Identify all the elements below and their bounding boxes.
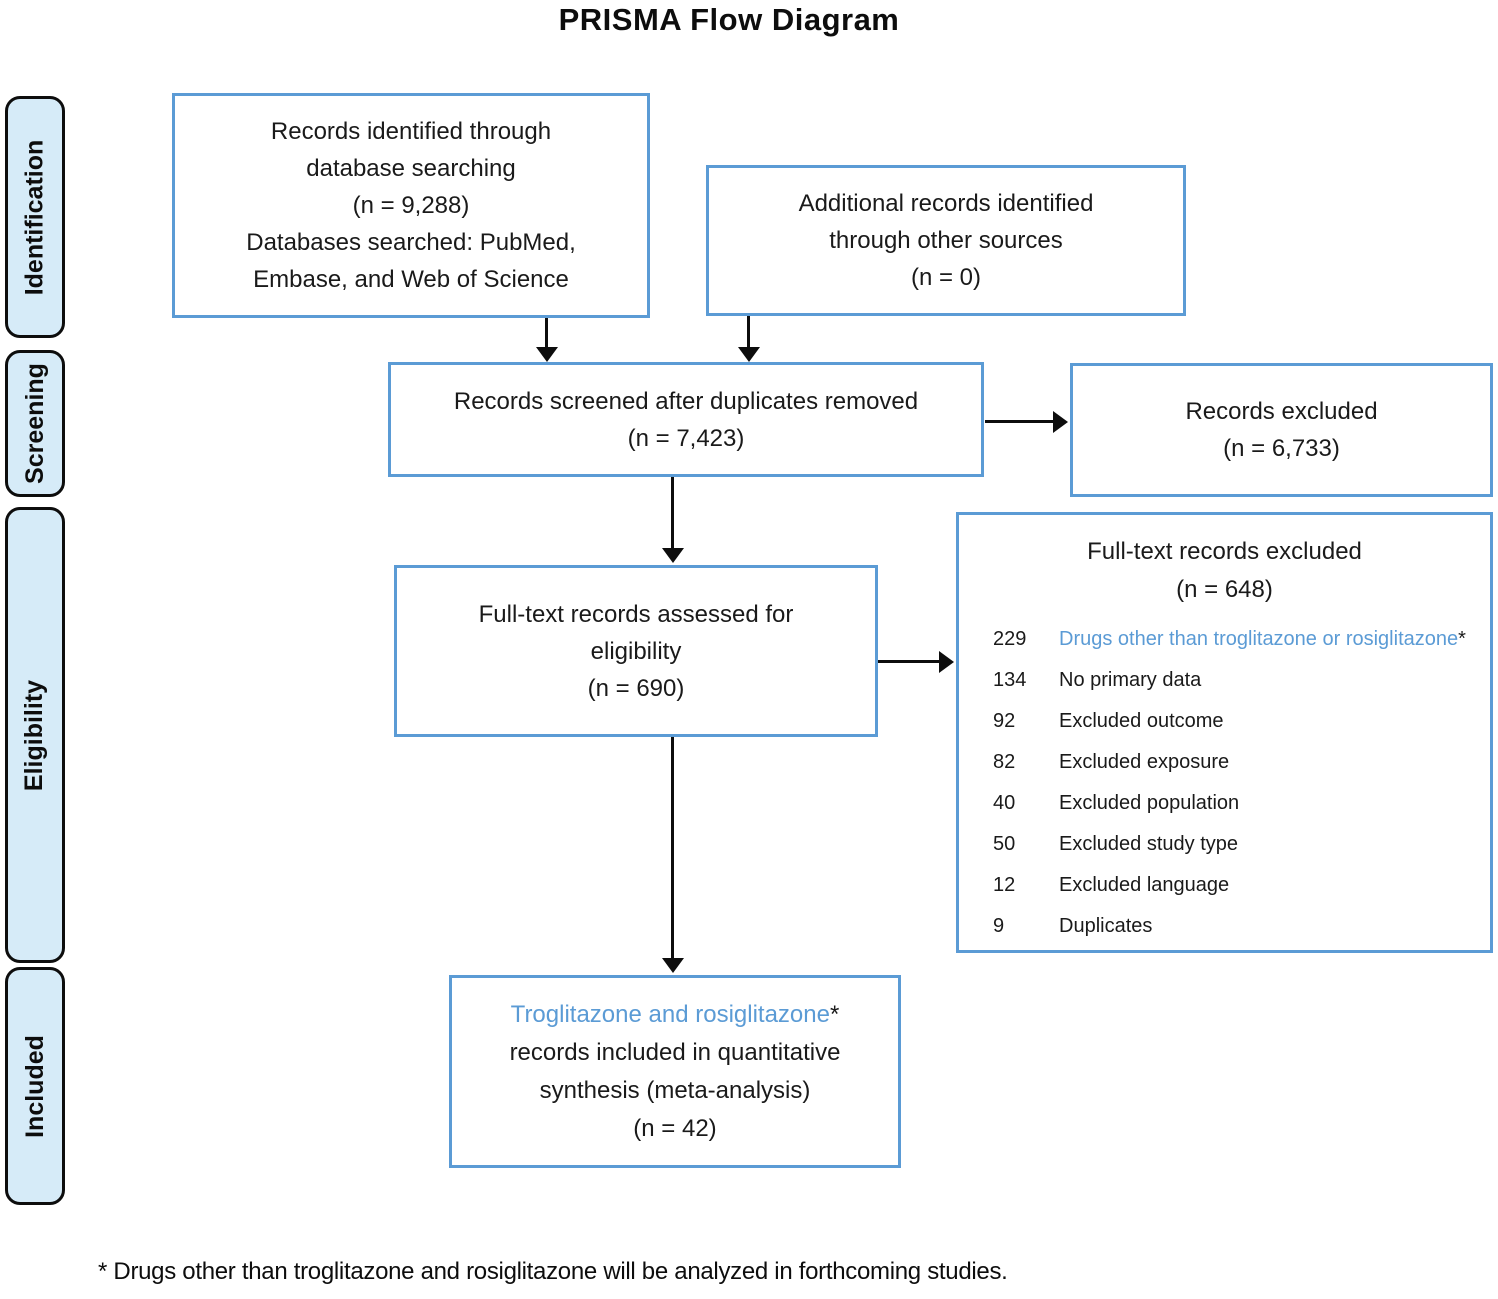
box-count: (n = 9,288) bbox=[352, 192, 470, 219]
exclusion-reason-row: 92 Excluded outcome bbox=[993, 701, 1472, 742]
footnote-marker: * bbox=[829, 1000, 840, 1028]
box-line: eligibility bbox=[590, 637, 682, 665]
box-records-excluded: Records excluded (n = 6,733) bbox=[1070, 363, 1493, 497]
box-count: (n = 648) bbox=[1176, 576, 1273, 603]
box-count: (n = 0) bbox=[910, 264, 982, 291]
reason-label: Duplicates bbox=[1059, 915, 1153, 937]
arrow-screened-to-excluded bbox=[985, 420, 1053, 423]
box-count: (n = 7,423) bbox=[627, 424, 745, 452]
reason-label: Excluded language bbox=[1059, 874, 1230, 896]
box-line: Additional records identified bbox=[798, 190, 1094, 217]
arrow-fulltext-to-included bbox=[671, 737, 674, 958]
box-line: Embase, and Web of Science bbox=[253, 266, 569, 293]
box-records-screened: Records screened after duplicates remove… bbox=[388, 362, 984, 477]
box-count: (n = 42) bbox=[633, 1114, 717, 1142]
stage-screening-label: Screening bbox=[20, 363, 49, 484]
box-count: (n = 6,733) bbox=[1223, 435, 1340, 462]
arrow-screened-to-fulltext bbox=[671, 477, 674, 548]
reason-label: Excluded outcome bbox=[1059, 710, 1224, 732]
exclusion-reason-row: 40 Excluded population bbox=[993, 783, 1472, 824]
box-line: Full-text records assessed for bbox=[478, 600, 794, 628]
box-included-synthesis: Troglitazone and rosiglitazone* records … bbox=[449, 975, 901, 1168]
reason-label: Excluded population bbox=[1059, 792, 1240, 814]
exclusion-reason-row: 12 Excluded language bbox=[993, 865, 1472, 906]
box-line: Records excluded bbox=[1185, 398, 1378, 425]
box-records-identified: Records identified through database sear… bbox=[172, 93, 650, 318]
exclusion-reason-row: 9 Duplicates bbox=[993, 906, 1472, 947]
box-fulltext-excluded: Full-text records excluded (n = 648) 229… bbox=[956, 512, 1493, 953]
reason-label: Drugs other than troglitazone or rosigli… bbox=[1059, 628, 1459, 650]
reason-label: Excluded study type bbox=[1059, 833, 1238, 855]
stage-eligibility-label: Eligibility bbox=[20, 679, 49, 791]
exclusion-reason-row: 50 Excluded study type bbox=[993, 824, 1472, 865]
stage-identification: Identification bbox=[5, 96, 65, 338]
box-line: Databases searched: PubMed, bbox=[246, 229, 576, 256]
exclusion-reason-row: 82 Excluded exposure bbox=[993, 742, 1472, 783]
box-line-accent: Troglitazone and rosiglitazone* bbox=[511, 996, 840, 1034]
box-count: (n = 690) bbox=[587, 674, 685, 702]
accent-drug-names: Troglitazone and rosiglitazone bbox=[510, 1000, 830, 1028]
box-line: synthesis (meta-analysis) bbox=[539, 1076, 811, 1104]
reason-label: Excluded exposure bbox=[1059, 751, 1230, 773]
stage-included: Included bbox=[5, 967, 65, 1205]
exclusion-reason-row: 134 No primary data bbox=[993, 660, 1472, 701]
stage-eligibility: Eligibility bbox=[5, 507, 65, 963]
reason-count: 40 bbox=[993, 792, 1016, 814]
stage-screening: Screening bbox=[5, 350, 65, 497]
box-fulltext-assessed: Full-text records assessed for eligibili… bbox=[394, 565, 878, 737]
box-line: Records identified through bbox=[270, 118, 552, 145]
stage-identification-label: Identification bbox=[20, 139, 49, 295]
box-line: through other sources bbox=[829, 227, 1063, 254]
reason-count: 82 bbox=[993, 751, 1016, 773]
footnote-marker: * bbox=[1458, 628, 1466, 650]
reason-count: 134 bbox=[993, 669, 1027, 691]
box-line: database searching bbox=[306, 155, 516, 182]
reason-count: 50 bbox=[993, 833, 1016, 855]
exclusion-reasons-list: 229 Drugs other than troglitazone or ros… bbox=[977, 619, 1472, 947]
reason-count: 9 bbox=[993, 915, 1005, 937]
arrow-identified-to-screened bbox=[545, 318, 548, 347]
box-line: Full-text records excluded bbox=[1087, 538, 1362, 565]
exclusion-reason-row: 229 Drugs other than troglitazone or ros… bbox=[993, 619, 1472, 660]
stage-included-label: Included bbox=[20, 1034, 49, 1138]
box-additional-records: Additional records identified through ot… bbox=[706, 165, 1186, 316]
page-title: PRISMA Flow Diagram bbox=[558, 2, 900, 37]
arrow-fulltext-to-fulltext-excluded bbox=[878, 660, 939, 663]
reason-count: 92 bbox=[993, 710, 1016, 732]
arrow-additional-to-screened bbox=[747, 316, 750, 347]
box-line: Records screened after duplicates remove… bbox=[453, 387, 919, 415]
reason-label: No primary data bbox=[1059, 669, 1202, 691]
reason-count: 12 bbox=[993, 874, 1016, 896]
reason-count: 229 bbox=[993, 628, 1027, 650]
footnote: * Drugs other than troglitazone and rosi… bbox=[98, 1258, 1008, 1285]
box-line: records included in quantitative bbox=[509, 1038, 841, 1066]
